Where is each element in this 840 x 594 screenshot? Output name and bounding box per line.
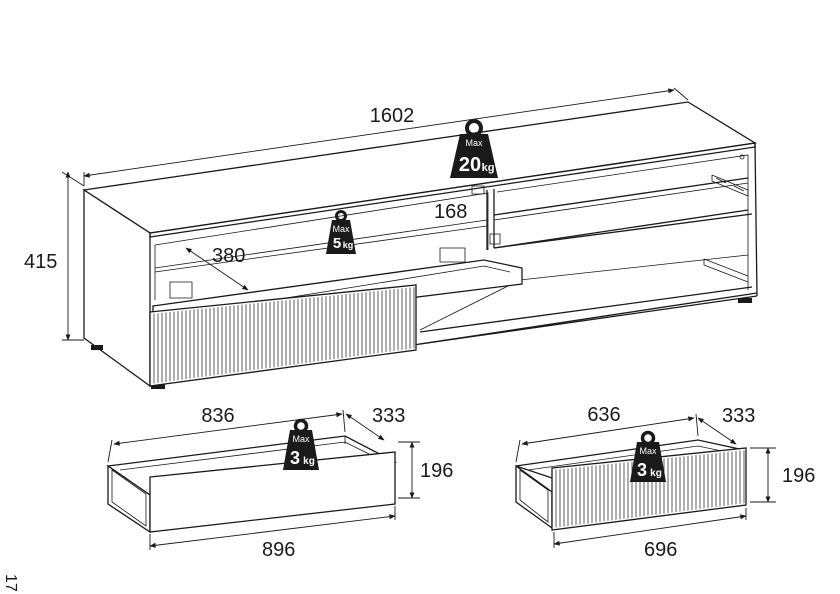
cabinet-open-drawer <box>149 259 523 387</box>
dim-left-drawer-depth: 333 <box>372 405 405 427</box>
page-number: 17 <box>2 574 19 592</box>
dim-right-drawer-top-width: 636 <box>587 404 620 426</box>
svg-text:Max: Max <box>292 434 310 444</box>
svg-text:3: 3 <box>637 460 647 480</box>
weight-icon-20kg: Max 20 kg <box>450 119 498 178</box>
dim-left-drawer-top-width: 836 <box>201 405 234 427</box>
dim-cabinet-height: 415 <box>24 251 57 273</box>
left-drawer-dimensions: 836 333 196 896 <box>107 405 453 561</box>
dim-drawer-inner-depth: 380 <box>212 245 245 267</box>
dim-right-drawer-depth: 333 <box>722 405 755 427</box>
svg-text:Max: Max <box>332 224 350 234</box>
right-drawer-dimensions: 636 333 196 696 <box>515 404 815 561</box>
svg-text:20: 20 <box>459 154 481 176</box>
weight-icon-3kg-right: Max 3 kg <box>630 430 666 482</box>
dim-shelf-height: 168 <box>434 201 467 223</box>
dim-left-drawer-height: 196 <box>420 460 453 482</box>
weight-icon-5kg: Max 5 kg <box>326 210 356 254</box>
svg-text:kg: kg <box>650 468 662 479</box>
dim-left-drawer-front-width: 896 <box>262 539 295 561</box>
svg-text:3: 3 <box>290 448 300 468</box>
svg-text:5: 5 <box>333 235 341 252</box>
svg-text:kg: kg <box>303 456 315 467</box>
right-drawer <box>515 439 747 531</box>
svg-text:Max: Max <box>465 138 483 148</box>
svg-text:kg: kg <box>343 240 354 250</box>
dim-right-drawer-height: 196 <box>782 465 815 487</box>
left-drawer <box>106 435 398 534</box>
svg-text:kg: kg <box>482 162 495 174</box>
cabinet-dimensions: 1602 415 168 380 <box>24 87 689 341</box>
svg-text:Max: Max <box>639 446 657 456</box>
dim-cabinet-width: 1602 <box>370 105 415 127</box>
dim-right-drawer-front-width: 696 <box>644 539 677 561</box>
weight-icon-3kg-left: Max 3 kg <box>283 418 319 470</box>
